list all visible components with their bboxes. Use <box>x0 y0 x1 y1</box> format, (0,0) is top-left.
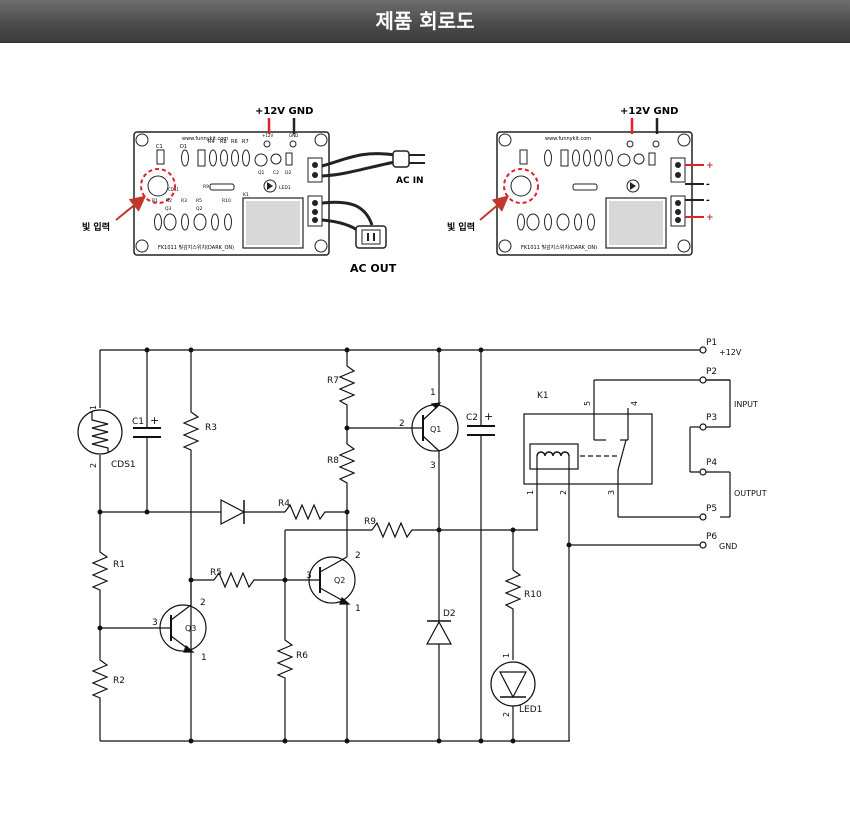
right-power-label: +12V GND <box>620 106 678 117</box>
pin-k1-3: 3 <box>607 490 616 495</box>
port-p2: P2 <box>706 367 717 377</box>
left-silk-r6: R6 <box>231 139 238 145</box>
pin-k1-1: 1 <box>526 490 535 495</box>
port-p1-label: +12V <box>719 348 742 357</box>
left-silk-r7: R7 <box>242 139 249 145</box>
pin-q2-2: 2 <box>355 551 361 561</box>
right-board-site: www.funnykit.com <box>545 136 591 142</box>
label-led1: LED1 <box>519 705 542 715</box>
ac-out-socket-icon <box>355 225 387 249</box>
label-r7: R7 <box>327 376 339 386</box>
label-cds1: CDS1 <box>111 460 136 470</box>
pin-q1-3: 3 <box>430 461 436 471</box>
port-p6-label: GND <box>719 542 737 551</box>
ac-in-label: AC IN <box>396 176 424 186</box>
label-r6: R6 <box>296 651 308 661</box>
label-q1: Q1 <box>430 425 441 434</box>
pin-q3-3: 3 <box>152 618 158 628</box>
left-silk-gnd: GND <box>289 133 298 138</box>
left-board-annotations: +12V GND 빛 입력 AC IN AC OUT <box>82 106 425 275</box>
left-board-site: www.funnykit.com <box>182 136 228 142</box>
left-silk-d1: D1 <box>180 144 187 150</box>
left-silk-c2: C2 <box>273 170 279 176</box>
left-silk-r2: R2 <box>166 198 172 204</box>
left-silk-r8: R8 <box>220 139 227 145</box>
c1-plus: + <box>150 414 159 427</box>
page-title-bar: 제품 회로도 <box>0 0 850 43</box>
pin-q2-1: 1 <box>355 604 361 614</box>
right-light-input-label: 빛 입력 <box>447 221 475 233</box>
left-silk-r1: R1 <box>152 198 158 204</box>
port-input-label: INPUT <box>734 400 758 409</box>
pin-q1-2: 2 <box>399 419 405 429</box>
left-power-label: +12V GND <box>255 106 313 117</box>
pin-q3-1: 1 <box>201 653 207 663</box>
label-k1: K1 <box>537 391 549 401</box>
left-silk-r10: R10 <box>222 198 231 204</box>
schematic-labels: CDS1 1 2 C1 + R3 R1 R2 Q3 3 2 1 R4 R5 R6… <box>89 338 767 717</box>
label-r3: R3 <box>205 423 217 433</box>
left-silk-r9: R9 <box>203 184 209 190</box>
label-r8: R8 <box>327 456 339 466</box>
right-pcb-board: www.funnykit.com FK1011 빛감지스위치(DARK_ON) <box>496 131 693 256</box>
ac-out-label: AC OUT <box>350 262 397 275</box>
label-r1: R1 <box>113 560 125 570</box>
pin-q1-1: 1 <box>430 388 436 398</box>
c2-plus: + <box>484 410 493 423</box>
left-pcb-board: www.funnykit.com C1 D1 R4 R8 R6 R7 Q1 C2… <box>133 131 330 256</box>
pin-q2-3: 3 <box>306 571 312 581</box>
left-silk-q2: Q2 <box>196 206 203 212</box>
left-silk-c1: C1 <box>156 144 163 150</box>
left-silk-r5: R5 <box>196 198 202 204</box>
port-output-label: OUTPUT <box>734 489 767 498</box>
svg-text:-: - <box>706 196 710 206</box>
pin-led-1: 1 <box>502 653 511 658</box>
left-silk-12v: +12V <box>262 133 273 138</box>
schematic-junctions <box>97 347 572 744</box>
left-silk-k1: K1 <box>243 192 249 198</box>
svg-text:-: - <box>706 180 710 190</box>
right-board-model: FK1011 빛감지스위치(DARK_ON) <box>521 244 597 251</box>
left-board-model: FK1011 빛감지스위치(DARK_ON) <box>158 244 234 251</box>
left-silk-q1: Q1 <box>258 170 265 176</box>
left-silk-led1: LED1 <box>279 185 291 191</box>
port-p3: P3 <box>706 413 717 423</box>
port-p6: P6 <box>706 532 717 542</box>
left-silk-r3: R3 <box>181 198 187 204</box>
pin-cds-1: 1 <box>89 405 98 410</box>
page-title: 제품 회로도 <box>375 9 475 33</box>
pin-q3-2: 2 <box>200 598 206 608</box>
pin-k1-2: 2 <box>559 490 568 495</box>
label-r10: R10 <box>524 590 542 600</box>
pin-cds-2: 2 <box>89 463 98 468</box>
label-q3: Q3 <box>185 624 196 633</box>
pin-k1-5: 5 <box>583 401 592 406</box>
left-light-input-label: 빛 입력 <box>82 221 110 233</box>
pin-k1-4: 4 <box>630 401 639 406</box>
port-p4: P4 <box>706 458 717 468</box>
port-p1: P1 <box>706 338 717 348</box>
svg-text:+: + <box>706 161 714 171</box>
svg-text:+: + <box>706 213 714 223</box>
label-r4: R4 <box>278 499 290 509</box>
ac-in-plug-icon <box>392 150 410 168</box>
label-r9: R9 <box>364 517 376 527</box>
label-c2: C2 <box>466 413 478 423</box>
label-q2: Q2 <box>334 576 345 585</box>
left-silk-r4: R4 <box>208 139 215 145</box>
right-board-annotations: +12V GND 빛 입력 + - - + <box>447 106 714 233</box>
label-c1: C1 <box>132 417 144 427</box>
schematic-ports <box>699 346 707 549</box>
left-silk-q3: Q3 <box>165 206 172 212</box>
label-r5: R5 <box>210 568 222 578</box>
left-silk-d2: D2 <box>285 170 291 176</box>
pin-led-2: 2 <box>502 712 511 717</box>
port-p5: P5 <box>706 504 717 514</box>
label-r2: R2 <box>113 676 125 686</box>
schematic <box>77 349 731 742</box>
label-d2: D2 <box>443 609 456 619</box>
